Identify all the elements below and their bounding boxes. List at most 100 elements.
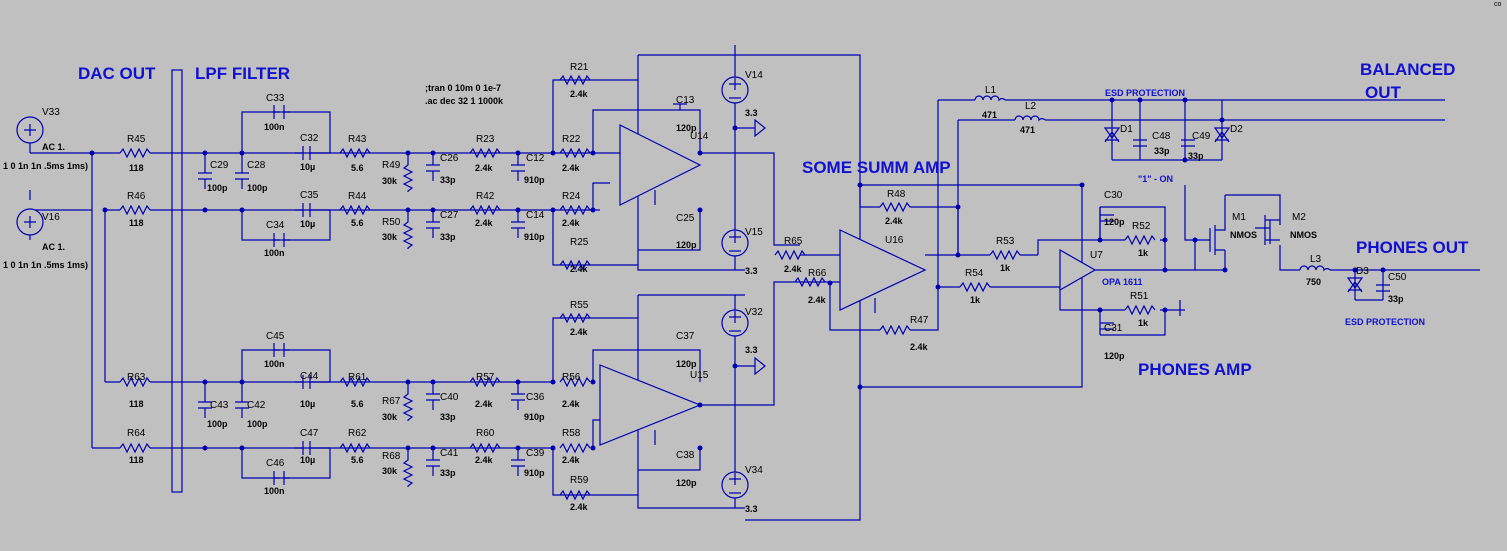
v14-ref: V14 — [745, 70, 763, 81]
r43-ref: R43 — [348, 134, 367, 145]
c27-ref: C27 — [440, 210, 459, 221]
r47-val: 2.4k — [910, 342, 929, 352]
l3-ref: L3 — [1310, 254, 1322, 265]
v15-ref: V15 — [745, 227, 763, 238]
c31-ref: C31 — [1104, 323, 1123, 334]
r47-ref: R47 — [910, 315, 929, 326]
r63-val: 118 — [129, 399, 144, 409]
c47-ref: C47 — [300, 428, 319, 439]
m1-val: NMOS — [1230, 230, 1257, 240]
r66-ref: R66 — [808, 268, 827, 279]
r51-val: 1k — [1138, 318, 1149, 328]
r43-val: 5.6 — [351, 163, 364, 173]
r25-ref: R25 — [570, 237, 589, 248]
r23-ref: R23 — [476, 134, 495, 145]
r56-val: 2.4k — [562, 399, 581, 409]
c36-val: 910p — [524, 412, 545, 422]
r50-val: 30k — [382, 232, 398, 242]
c29-val: 100p — [207, 183, 228, 193]
inductor-symbols — [974, 95, 1331, 272]
r59-val: 2.4k — [570, 502, 589, 512]
mosfet-symbols — [1209, 195, 1280, 255]
d3-ref: D3 — [1356, 266, 1369, 277]
r53-ref: R53 — [996, 236, 1015, 247]
v16-ref: V16 — [42, 212, 60, 223]
esd-protection-bottom-label: ESD PROTECTION — [1345, 317, 1425, 327]
spice-ac-directive: .ac dec 32 1 1000k — [425, 96, 504, 106]
l2-val: 471 — [1020, 125, 1035, 135]
d1-ref: D1 — [1120, 124, 1133, 135]
r57-ref: R57 — [476, 372, 495, 383]
r54-ref: R54 — [965, 268, 984, 279]
resistor-labels: R45 118 R46 118 R63 118 R64 118 R43 5.6 … — [127, 62, 1151, 512]
r23-val: 2.4k — [475, 163, 494, 173]
c33-val: 100n — [264, 122, 285, 132]
c34-val: 100n — [264, 248, 285, 258]
r58-ref: R58 — [562, 428, 581, 439]
c28-ref: C28 — [247, 160, 266, 171]
r42-val: 2.4k — [475, 218, 494, 228]
c40-val: 33p — [440, 412, 456, 422]
l1-ref: L1 — [985, 85, 997, 96]
one-on-label: "1" - ON — [1138, 174, 1173, 184]
r55-ref: R55 — [570, 300, 589, 311]
r56-ref: R56 — [562, 372, 581, 383]
c14-ref: C14 — [526, 210, 545, 221]
v34-val: 3.3 — [745, 504, 758, 514]
v33-ac: AC 1. — [42, 142, 65, 152]
r48-ref: R48 — [887, 189, 906, 200]
r57-val: 2.4k — [475, 399, 494, 409]
c32-ref: C32 — [300, 133, 319, 144]
c30-ref: C30 — [1104, 190, 1123, 201]
r50-ref: R50 — [382, 217, 401, 228]
c39-val: 910p — [524, 468, 545, 478]
dac-out-label: DAC OUT — [78, 64, 156, 83]
v34-ref: V34 — [745, 465, 763, 476]
r45-ref: R45 — [127, 134, 146, 145]
r21-val: 2.4k — [570, 89, 589, 99]
c39-ref: C39 — [526, 448, 545, 459]
corner-text: co — [1494, 1, 1502, 8]
v32-ref: V32 — [745, 307, 763, 318]
c31-val: 120p — [1104, 351, 1125, 361]
r44-ref: R44 — [348, 191, 367, 202]
v14-val: 3.3 — [745, 108, 758, 118]
r51-ref: R51 — [1130, 291, 1149, 302]
c34-ref: C34 — [266, 220, 285, 231]
m2-val: NMOS — [1290, 230, 1317, 240]
c35-val: 10µ — [300, 219, 315, 229]
voltage-sources — [16, 76, 766, 499]
r22-ref: R22 — [562, 134, 581, 145]
c25-ref: C25 — [676, 213, 695, 224]
c32-val: 10µ — [300, 162, 315, 172]
c12-ref: C12 — [526, 153, 545, 164]
c45-val: 100n — [264, 359, 285, 369]
c25-val: 120p — [676, 240, 697, 250]
u16-ref: U16 — [885, 235, 904, 246]
r49-val: 30k — [382, 176, 398, 186]
v15-val: 3.3 — [745, 266, 758, 276]
r67-val: 30k — [382, 412, 398, 422]
v16-ac: AC 1. — [42, 242, 65, 252]
r60-val: 2.4k — [475, 455, 494, 465]
c42-val: 100p — [247, 419, 268, 429]
capacitor-symbols — [198, 103, 1390, 485]
c48-ref: C48 — [1152, 131, 1171, 142]
r63-ref: R63 — [127, 372, 146, 383]
diode-symbols — [1103, 127, 1364, 293]
esd-protection-top-label: ESD PROTECTION — [1105, 88, 1185, 98]
c26-val: 33p — [440, 175, 456, 185]
r24-ref: R24 — [562, 191, 581, 202]
c41-val: 33p — [440, 468, 456, 478]
c29-ref: C29 — [210, 160, 229, 171]
u7-ref: U7 — [1090, 250, 1103, 261]
m2-ref: M2 — [1292, 212, 1306, 223]
c14-val: 910p — [524, 232, 545, 242]
opa-label: OPA 1611 — [1102, 277, 1143, 287]
r64-ref: R64 — [127, 428, 146, 439]
c36-ref: C36 — [526, 392, 545, 403]
r65-ref: R65 — [784, 236, 803, 247]
r68-val: 30k — [382, 466, 398, 476]
